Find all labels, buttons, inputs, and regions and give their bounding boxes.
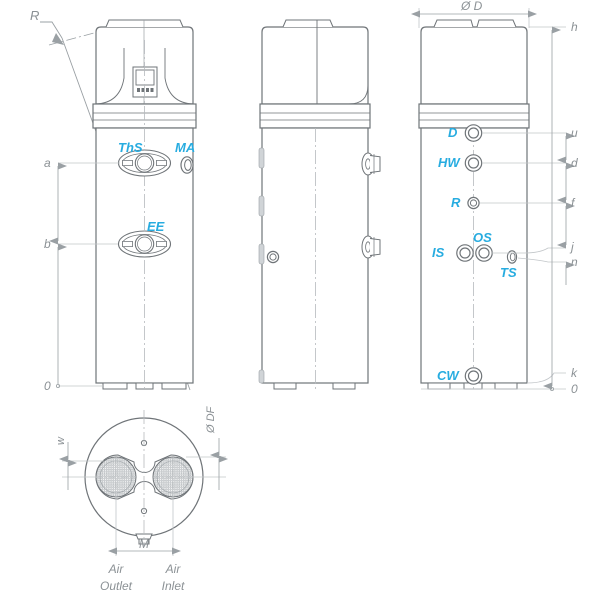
port-ThS: ThS (117, 140, 172, 177)
port-label-D: D (448, 125, 458, 140)
port-label-CW: CW (437, 368, 460, 383)
display-screen (135, 69, 155, 86)
port-IS-OS-TS: IS OS TS (432, 230, 566, 280)
port-label-IS: IS (432, 245, 445, 260)
dim-label-u: u (571, 126, 578, 140)
dimension-w: w (55, 436, 104, 490)
port-label-TS: TS (500, 265, 517, 280)
side-bracket-lower (361, 235, 381, 259)
port-label-ThS: ThS (118, 140, 143, 155)
dim-label-n: n (571, 255, 578, 269)
dimension-label-M: M (139, 537, 149, 551)
port-label-EE: EE (147, 219, 165, 234)
air-inlet-label-line1: Air (165, 562, 182, 576)
front-view: R (30, 8, 197, 393)
side-view (258, 19, 381, 392)
callout-air-outlet: Air Outlet (100, 562, 133, 593)
diameter-D-label: Ø D (460, 0, 483, 13)
dim-label-a: a (44, 156, 51, 170)
dimension-label-DF: Ø DF (205, 405, 217, 434)
dim-label-b: b (44, 237, 51, 251)
air-duct-pair (95, 454, 194, 500)
panel-button-3[interactable] (146, 88, 149, 92)
dim-label-0-front: 0 (44, 379, 51, 393)
side-bracket-upper (361, 152, 381, 176)
side-collar (259, 103, 371, 129)
side-edge-tabs (258, 147, 265, 384)
dimension-M: M (108, 492, 181, 556)
rear-top-cap (420, 19, 528, 105)
dimension-label-w: w (55, 436, 67, 445)
rear-view: Ø D D HW (411, 0, 578, 396)
air-inlet-label-line2: Inlet (162, 579, 185, 593)
dim-label-f: f (571, 196, 576, 210)
dim-label-k: k (571, 366, 578, 380)
diameter-D-dimension: Ø D (411, 0, 537, 28)
front-dimension-stack: a b 0 (44, 156, 120, 393)
panel-button-2[interactable] (141, 88, 145, 92)
rear-dimension-stack: h u d f j n k 0 (421, 20, 578, 396)
port-label-MA: MA (175, 140, 195, 155)
tilt-radius-label: R (30, 8, 39, 23)
panel-button-4[interactable] (150, 88, 154, 92)
front-feet (102, 382, 187, 390)
dim-label-d: d (571, 156, 578, 170)
port-label-HW: HW (438, 155, 461, 170)
port-MA: MA (175, 140, 195, 174)
side-feet (273, 382, 356, 390)
side-tank-body (261, 127, 369, 384)
panel-button-1[interactable] (137, 88, 140, 92)
port-label-OS: OS (473, 230, 492, 245)
dim-label-h: h (571, 20, 578, 34)
side-top-cap (261, 19, 369, 105)
side-port-small (266, 250, 280, 264)
dimension-DF: Ø DF (186, 405, 228, 490)
air-outlet-label-line1: Air (108, 562, 125, 576)
air-outlet-label-line2: Outlet (100, 579, 133, 593)
port-label-R: R (451, 195, 461, 210)
rear-collar (418, 103, 530, 129)
dim-label-j: j (569, 240, 574, 254)
dim-label-0-rear: 0 (571, 382, 578, 396)
control-panel[interactable] (132, 66, 158, 98)
callout-air-inlet: Air Inlet (162, 562, 185, 593)
port-EE: EE (117, 219, 172, 258)
bottom-view: w Ø DF M Air Outlet Air Inlet (55, 405, 228, 593)
